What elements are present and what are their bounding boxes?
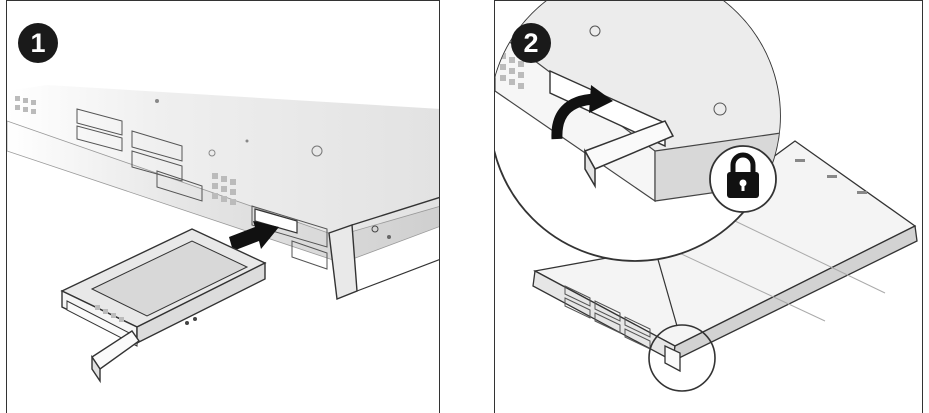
drive-carrier	[60, 228, 267, 384]
magnified-inset	[495, 1, 781, 262]
lock-icon	[709, 145, 777, 213]
arrow-icon	[229, 221, 279, 251]
zoom-indicator	[648, 324, 716, 392]
server-chassis	[7, 85, 439, 300]
step-1-panel: 1	[6, 0, 440, 413]
step-2-badge: 2	[511, 23, 551, 63]
step-2-illustration	[495, 1, 918, 392]
step-1-illustration	[7, 85, 439, 384]
step-2-panel: 2	[494, 0, 923, 413]
curved-arrow-icon	[551, 93, 596, 140]
server-chassis	[532, 140, 918, 373]
step-1-badge: 1	[18, 23, 58, 63]
